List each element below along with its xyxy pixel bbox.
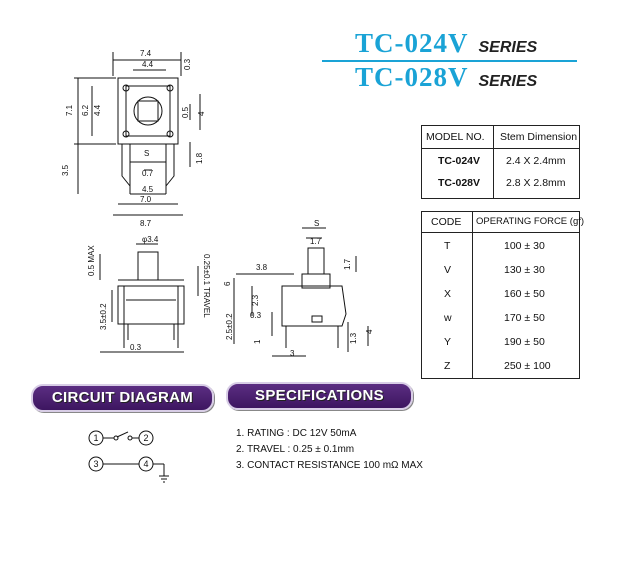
stem-col-header: Stem Dimension — [500, 131, 578, 143]
code-cell: X — [444, 288, 452, 300]
code-cell: T — [444, 240, 451, 252]
front-view-drawing: 7.4 4.4 0.3 7.1 6.2 4.4 0.5 4 S 0.7 1.8 … — [61, 49, 206, 228]
terminal-3: 3 — [93, 459, 98, 469]
dim-3-5-tol: 3.5±0.2 — [99, 303, 108, 330]
code-col-header: CODE — [431, 216, 462, 228]
series-label-2: SERIES — [478, 73, 538, 90]
title-divider — [322, 60, 577, 62]
spec-item-resistance: 3. CONTACT RESISTANCE 100 mΩ MAX — [236, 460, 423, 471]
series-title-2: TC-028V SERIES — [355, 62, 537, 93]
model-title-024: TC-024V — [355, 28, 469, 58]
spec-item-travel: 2. TRAVEL : 0.25 ± 0.1mm — [236, 444, 355, 455]
dim-7-0: 7.0 — [140, 195, 152, 204]
series-label-1: SERIES — [478, 39, 538, 56]
dim-s: S — [144, 149, 149, 158]
dim-1-8: 1.8 — [195, 152, 204, 164]
dim-4-right: 4 — [365, 329, 374, 334]
dim-1-7-vertical: 1.7 — [343, 258, 352, 270]
force-table: CODE OPERATING FORCE (gf) T 100 ± 30 V 1… — [421, 211, 584, 379]
code-cell: Y — [444, 336, 452, 348]
series-title-1: TC-024V SERIES — [355, 28, 537, 59]
dim-6-2: 6.2 — [81, 104, 90, 116]
dim-1: 1 — [253, 339, 262, 344]
dim-1-3: 1.3 — [349, 332, 358, 344]
stem-cell: 2.4 X 2.4mm — [506, 155, 566, 167]
dim-4-5: 4.5 — [142, 185, 154, 194]
model-cell: TC-028V — [438, 177, 481, 189]
force-cell: 160 ± 50 — [504, 288, 545, 300]
specifications-heading: SPECIFICATIONS — [226, 382, 413, 410]
dim-7-4: 7.4 — [140, 49, 152, 58]
model-title-028: TC-028V — [355, 62, 469, 92]
dim-0-3-right: 0.3 — [250, 311, 262, 320]
spec-item-rating: 1. RATING : DC 12V 50mA — [236, 428, 357, 439]
dim-0-3-side: 0.3 — [130, 343, 142, 352]
model-table: MODEL NO. Stem Dimension TC-024V 2.4 X 2… — [421, 125, 580, 199]
dim-s-right: S — [314, 219, 319, 228]
dim-8-7: 8.7 — [140, 219, 152, 228]
circuit-diagram-label: CIRCUIT DIAGRAM — [51, 389, 194, 406]
code-cell: V — [444, 264, 452, 276]
circuit-diagram: 1 2 3 4 — [88, 430, 169, 483]
force-cell: 190 ± 50 — [504, 336, 545, 348]
terminal-1: 1 — [93, 433, 98, 443]
terminal-2: 2 — [143, 433, 148, 443]
force-col-header: OPERATING FORCE (gf) — [476, 216, 585, 227]
dim-7-1: 7.1 — [65, 104, 74, 116]
dim-0-3: 0.3 — [183, 58, 192, 70]
stem-cell: 2.8 X 2.8mm — [506, 177, 566, 189]
dim-2-5-tol: 2.5±0.2 — [225, 313, 234, 340]
terminal-4: 4 — [143, 459, 148, 469]
dim-0-5-max: 0.5 MAX — [87, 245, 96, 276]
force-cell: 130 ± 30 — [504, 264, 545, 276]
dim-2-3: 2.3 — [251, 294, 260, 306]
force-cell: 170 ± 50 — [504, 312, 545, 324]
code-cell: Z — [444, 360, 451, 372]
dim-3-5: 3.5 — [61, 164, 70, 176]
code-cell: w — [444, 312, 452, 324]
dim-phi-3-4: φ3.4 — [142, 236, 159, 244]
model-table-header — [422, 126, 579, 149]
dim-0-7: 0.7 — [142, 169, 154, 178]
dim-3: 3 — [290, 349, 295, 358]
side-view-drawing: φ3.4 0.5 MAX 0.25±0.1 TRAVEL 3.5±0.2 0.3 — [87, 236, 211, 353]
dim-0-5: 0.5 — [181, 106, 190, 118]
model-col-header: MODEL NO. — [426, 131, 485, 143]
circuit-diagram-heading: CIRCUIT DIAGRAM — [31, 384, 214, 412]
dim-1-7: 1.7 — [310, 237, 322, 246]
model-cell: TC-024V — [438, 155, 481, 167]
dim-travel: 0.25±0.1 TRAVEL — [202, 254, 211, 318]
right-view-drawing: S 1.7 1.7 3.8 6 2.3 2.5±0.2 0.3 1 3 4 1.… — [223, 219, 374, 358]
dim-6: 6 — [223, 281, 232, 286]
dim-3-8: 3.8 — [256, 263, 268, 272]
force-cell: 100 ± 30 — [504, 240, 545, 252]
force-cell: 250 ± 100 — [504, 360, 551, 372]
dim-4: 4 — [197, 111, 206, 116]
specifications-label: SPECIFICATIONS — [255, 387, 384, 404]
dim-4-4: 4.4 — [142, 60, 154, 69]
force-table-header — [422, 212, 579, 233]
dim-4-4-vertical: 4.4 — [93, 104, 102, 116]
